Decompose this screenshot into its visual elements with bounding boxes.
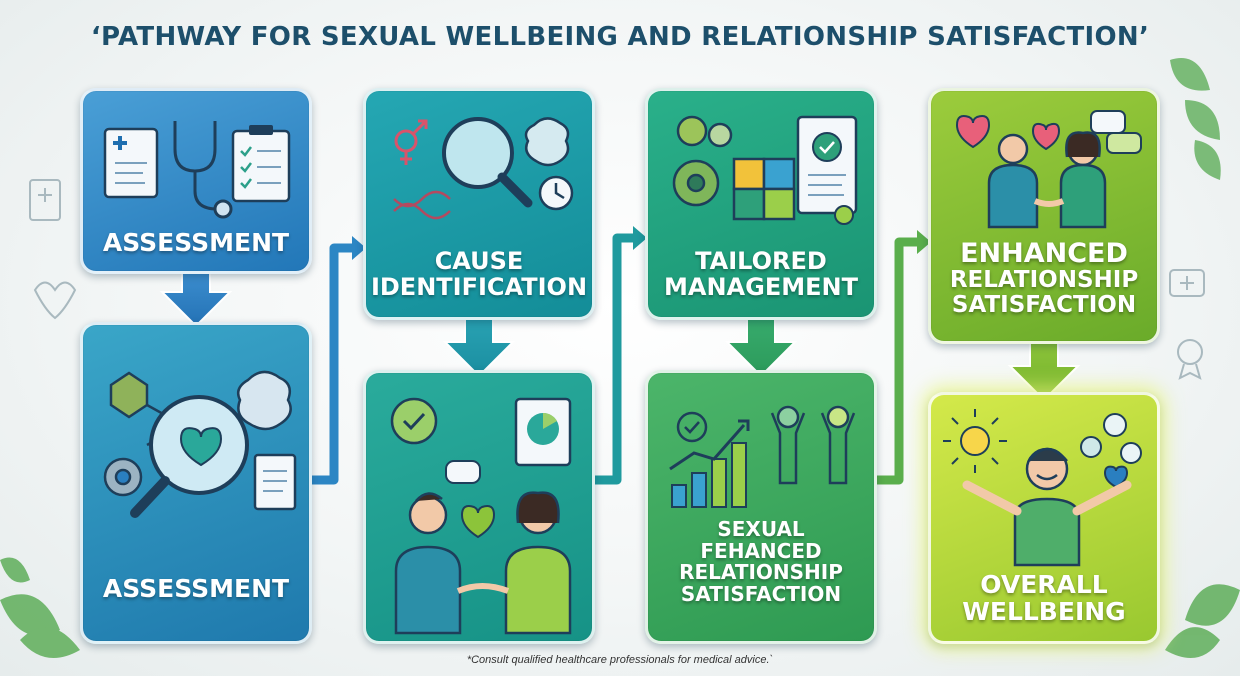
leaf-decoration-top-right xyxy=(1170,58,1221,180)
down-arrow-1 xyxy=(159,269,233,328)
medical-report-icon xyxy=(103,127,159,199)
connector-3 xyxy=(877,237,921,485)
disclaimer-footnote: *Consult qualified healthcare profession… xyxy=(466,654,774,666)
connector-2 xyxy=(595,233,637,485)
step-overall-wellbeing: OVERALL WELLBEING xyxy=(928,392,1160,644)
magnifier-heart-icon xyxy=(130,395,249,518)
speech-bubble-icon xyxy=(445,460,481,484)
chat-bubbles-icon xyxy=(1090,110,1142,154)
sexual-satisfaction-illustration xyxy=(669,405,856,508)
clock-icon xyxy=(538,175,574,211)
connector-1 xyxy=(312,243,356,485)
growth-chart-icon xyxy=(669,419,750,508)
gear-check-icon xyxy=(390,397,438,445)
certificate-icon xyxy=(796,115,858,225)
celebrating-couple-icon xyxy=(770,405,856,485)
step-tailored-management: TAILORED MANAGEMENT xyxy=(645,88,877,320)
leaf-decoration-bottom-right xyxy=(1165,584,1240,658)
brain-icon xyxy=(237,370,292,431)
couple-holding-hands-icon xyxy=(987,131,1107,229)
step-sexual-satisfaction: SEXUAL FEHANCED RELATIONSHIP SATISFACTIO… xyxy=(645,370,877,644)
down-arrow-4 xyxy=(1007,339,1081,402)
sun-icon xyxy=(943,409,1007,473)
step-label: TAILORED MANAGEMENT xyxy=(664,247,858,301)
gear-icon xyxy=(103,457,143,497)
down-arrow-3 xyxy=(724,315,798,378)
step-cause-identification: CAUSE IDENTIFICATION xyxy=(363,88,595,320)
tailored-management-illustration xyxy=(672,115,858,225)
couple-handshake-icon xyxy=(394,491,572,635)
happy-person-icon xyxy=(962,447,1132,567)
assessment-illustration xyxy=(103,121,291,219)
step-label: OVERALL WELLBEING xyxy=(962,570,1126,626)
step-assessment-bottom: ASSESSMENT xyxy=(80,322,312,644)
stethoscope-icon xyxy=(173,121,233,219)
clipboard-icon xyxy=(253,453,297,511)
dna-icon xyxy=(393,190,451,220)
step-enhanced-relationship: ENHANCED RELATIONSHIP SATISFACTION xyxy=(928,88,1160,344)
gears-icon xyxy=(672,115,733,207)
step-assessment-top: ASSESSMENT xyxy=(80,88,312,274)
hearts-icon xyxy=(955,115,1061,151)
cause-identification-illustration xyxy=(393,117,574,220)
chart-report-icon xyxy=(514,397,572,467)
gender-symbols-icon xyxy=(394,119,428,165)
step-couple-communication xyxy=(363,370,595,644)
page-title: ‘PATHWAY FOR SEXUAL WELLBEING AND RELATI… xyxy=(90,22,1150,52)
step-label: CAUSE IDENTIFICATION xyxy=(370,247,588,301)
leaf-decoration-bottom-left xyxy=(0,557,80,658)
clipboard-icon xyxy=(231,125,291,203)
step-label: SEXUAL FEHANCED RELATIONSHIP SATISFACTIO… xyxy=(679,517,843,606)
assessment-detail-illustration xyxy=(103,370,297,518)
step-label: ENHANCED RELATIONSHIP SATISFACTION xyxy=(949,238,1139,318)
overall-wellbeing-illustration xyxy=(943,409,1142,567)
magnifier-icon xyxy=(442,117,533,208)
puzzle-icon xyxy=(732,157,796,221)
emotion-bubbles-icon xyxy=(1080,413,1142,489)
couple-communication-illustration xyxy=(390,397,572,635)
heart-icon xyxy=(460,505,496,539)
brain-icon xyxy=(524,117,570,167)
check-icon xyxy=(676,411,708,443)
step-label: ASSESSMENT xyxy=(102,228,290,257)
enhanced-relationship-illustration xyxy=(955,110,1142,229)
down-arrow-2 xyxy=(442,315,516,378)
step-label: ASSESSMENT xyxy=(102,574,290,603)
